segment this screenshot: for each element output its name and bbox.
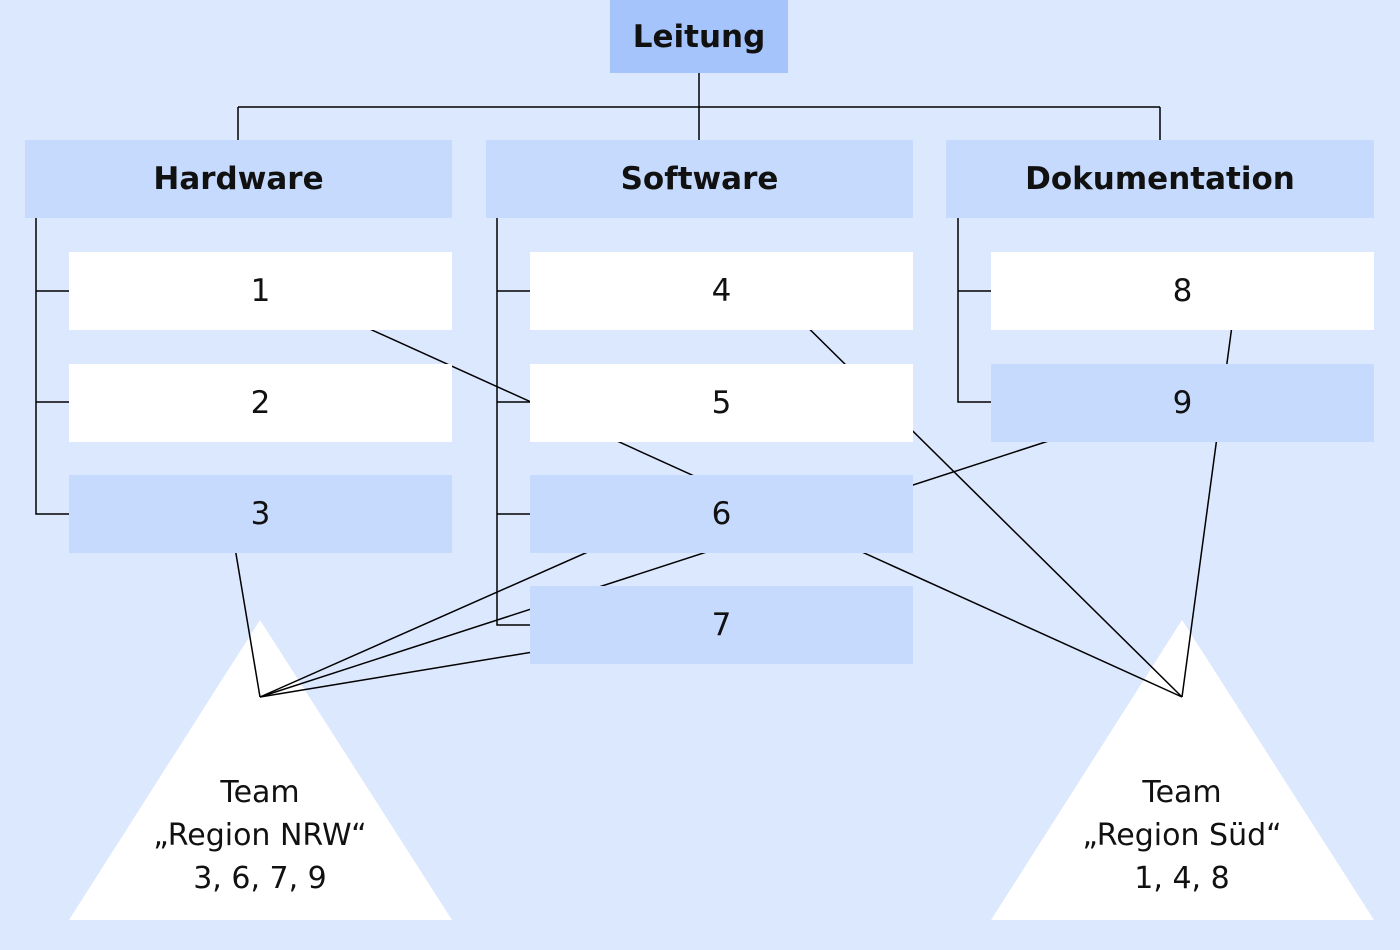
dept-software-box: Software (486, 140, 913, 218)
team-sued-line3: 1, 4, 8 (1134, 861, 1230, 896)
item-label-4: 4 (711, 273, 732, 309)
item-box-8: 8 (991, 252, 1374, 330)
team-nrw-line2: „Region NRW“ (153, 818, 367, 853)
team-nrw-line3: 3, 6, 7, 9 (193, 861, 327, 896)
team-nrw-label: Team „Region NRW“ 3, 6, 7, 9 (110, 771, 410, 900)
item-label-3: 3 (250, 496, 271, 532)
item-label-2: 2 (250, 385, 271, 421)
leitung-box: Leitung (610, 0, 788, 73)
bracket-dokumentation (957, 218, 991, 403)
item-box-5: 5 (530, 364, 913, 442)
bracket-software (496, 218, 530, 626)
dept-hardware-label: Hardware (153, 161, 324, 197)
connector-lines (35, 73, 1161, 626)
team-triangles (69, 620, 1374, 920)
item-box-9: 9 (991, 364, 1374, 442)
leitung-label: Leitung (632, 18, 766, 55)
triangle-team-sued (991, 620, 1374, 920)
team-sued-line1: Team (1142, 775, 1222, 810)
item-label-6: 6 (711, 496, 732, 532)
arrow-sued-to-4 (773, 293, 1183, 698)
team-sued-line2: „Region Süd“ (1082, 818, 1282, 853)
arrow-nrw-to-9 (259, 405, 1145, 698)
dept-software-label: Software (620, 161, 779, 197)
item-label-8: 8 (1172, 273, 1193, 309)
dept-hardware-box: Hardware (25, 140, 452, 218)
triangle-team-nrw (69, 620, 452, 920)
item-box-2: 2 (69, 364, 452, 442)
team-nrw-line1: Team (220, 775, 300, 810)
item-box-6: 6 (530, 475, 913, 553)
item-label-1: 1 (250, 273, 271, 309)
item-box-3: 3 (69, 475, 452, 553)
team-sued-label: Team „Region Süd“ 1, 4, 8 (1032, 771, 1332, 900)
arrow-sued-to-8 (1181, 295, 1245, 698)
dept-dokumentation-box: Dokumentation (946, 140, 1374, 218)
item-box-1: 1 (69, 252, 452, 330)
dept-dokumentation-label: Dokumentation (1025, 161, 1295, 197)
item-box-7: 7 (530, 586, 913, 664)
bracket-hardware (35, 218, 69, 515)
item-box-4: 4 (530, 252, 913, 330)
item-label-9: 9 (1172, 385, 1193, 421)
item-label-5: 5 (711, 385, 732, 421)
item-label-7: 7 (711, 607, 732, 643)
